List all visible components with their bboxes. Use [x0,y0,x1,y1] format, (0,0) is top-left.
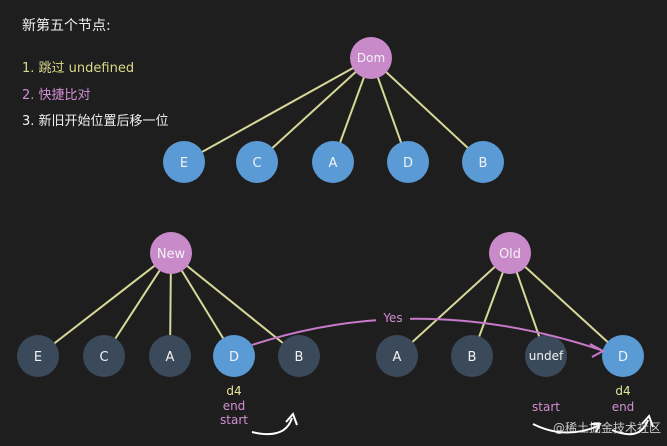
dom-edge-c [256,57,372,163]
old-node-a [376,335,418,377]
new-node-a [149,335,191,377]
step-1-text: 1. 跳过 undefined [22,61,134,76]
step-3-text: 3. 新旧开始位置后移一位 [22,113,169,129]
new-node-c-label: C [99,350,108,365]
dom-node-a [312,141,354,183]
new-node-e-label: E [34,350,42,365]
dom-root-label: Dom [357,51,385,65]
yes-arrow: Yes [251,309,606,358]
new-curl-arrowhead-icon [285,412,298,426]
dom-node-b [462,141,504,183]
old-note-d4: d4 [615,384,630,398]
new-edge-b [170,252,300,357]
old-end-curl-arrow [611,419,649,436]
yes-arrow-path [251,317,602,351]
new-root-node [150,232,192,274]
old-root-label: Old [499,247,521,262]
new-node-b-label: B [295,350,304,365]
dom-node-e-label: E [180,156,188,171]
dom-edge-b [370,57,484,163]
old-note-start: start [532,400,560,414]
new-node-c [83,335,125,377]
old-node-d [602,335,644,377]
old-note-end: end [612,400,635,414]
yes-label-bg [376,309,410,325]
old-root-node [489,232,531,274]
watermark-text: @稀土掘金技术社区 [553,420,661,435]
dom-node-d [387,141,429,183]
yes-label: Yes [382,311,402,325]
old-end-arrowhead-icon [641,414,654,428]
new-root-label: New [157,247,186,262]
old-edge-a [396,252,511,357]
dom-edge-e [183,57,372,163]
old-node-b-label: B [468,350,477,365]
new-node-b [278,335,320,377]
old-node-d-label: D [618,350,628,365]
dom-tree: Dom E C A D B [163,37,504,183]
old-node-undef [525,335,567,377]
new-edge-e [37,252,172,357]
old-edge-d [509,252,624,357]
new-note-start: start [220,413,248,427]
dom-node-d-label: D [403,156,413,171]
dom-node-e [163,141,205,183]
dom-node-a-label: A [329,156,338,171]
dom-node-b-label: B [479,156,488,171]
new-note-end: end [223,399,246,413]
old-node-b [451,335,493,377]
new-curl-arrow [251,417,293,436]
old-start-arrowhead-icon [591,423,602,433]
new-node-d [213,335,255,377]
new-tree: New E C A D B d4 end start [17,232,320,436]
new-node-e [17,335,59,377]
yes-arrowhead-icon [589,343,606,358]
step-2-text: 2. 快捷比对 [22,88,91,103]
old-node-a-label: A [393,350,402,365]
dom-node-c-label: C [252,156,261,171]
old-tree: Old A B undef D start d4 end [376,232,654,436]
old-node-undef-label: undef [529,349,564,363]
dom-root-node [350,37,392,79]
heading-text: 新第五个节点: [22,17,111,34]
new-note-d4: d4 [226,384,241,398]
dom-node-c [236,141,278,183]
new-node-a-label: A [166,350,175,365]
new-node-d-label: D [229,350,239,365]
old-start-curl-arrow [532,423,599,434]
